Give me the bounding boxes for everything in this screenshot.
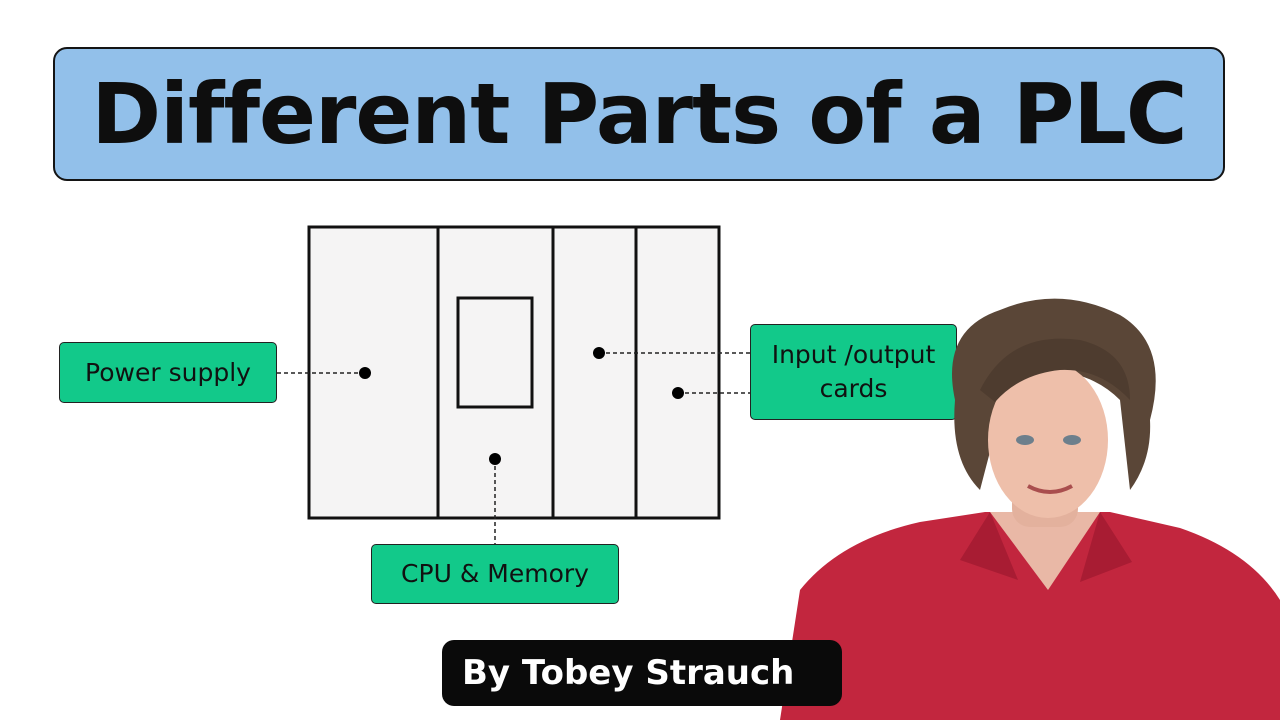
presenter-shirt xyxy=(780,512,1280,720)
cpu-memory-text: CPU & Memory xyxy=(401,559,589,588)
io-cards-label: Input /output cards xyxy=(750,324,957,420)
author-name: By Tobey Strauch xyxy=(462,653,795,693)
io-cards-text-line1: Input /output xyxy=(771,340,936,369)
io-cards-text-line2: cards xyxy=(819,374,888,403)
presenter-photo xyxy=(780,290,1280,720)
output-card-dot xyxy=(672,387,684,399)
cpu-display-window xyxy=(456,296,534,409)
power-supply-dot xyxy=(359,367,371,379)
power-supply-text: Power supply xyxy=(85,357,251,387)
page-title: Different Parts of a PLC xyxy=(91,65,1187,163)
power-supply-label: Power supply xyxy=(59,342,277,403)
presenter-hair xyxy=(952,298,1156,490)
cpu-memory-dot xyxy=(489,453,501,465)
title-banner: Different Parts of a PLC xyxy=(53,47,1225,181)
cpu-memory-label: CPU & Memory xyxy=(371,544,619,604)
input-card-dot xyxy=(593,347,605,359)
presenter-face xyxy=(988,362,1108,518)
presenter-collar xyxy=(990,512,1100,590)
author-tag: By Tobey Strauch xyxy=(442,640,842,706)
